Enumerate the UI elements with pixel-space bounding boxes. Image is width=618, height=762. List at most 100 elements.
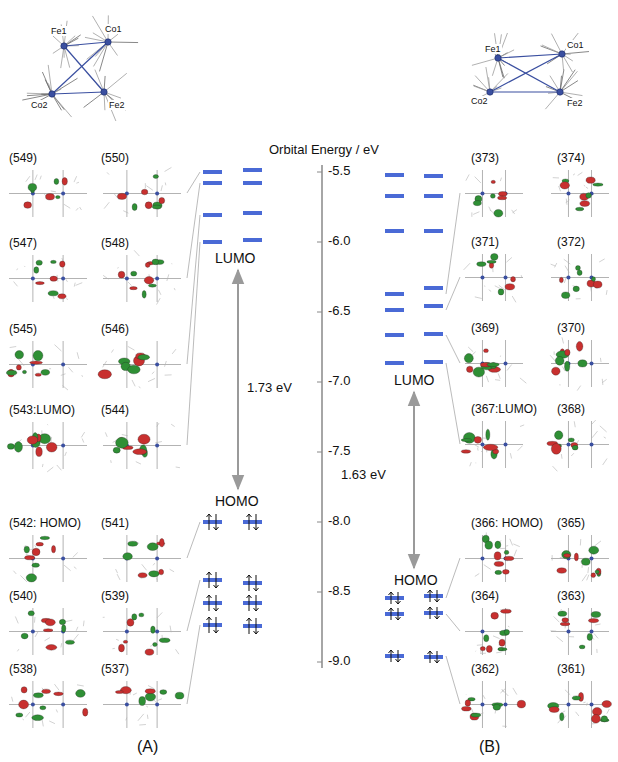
atom-label: Fe2 (108, 100, 126, 110)
orbital-lobe (461, 450, 471, 453)
electron-arrow (428, 590, 440, 602)
orbital-lobe (573, 286, 579, 292)
leader-line (187, 580, 200, 631)
bond-line (146, 186, 153, 191)
orbital-lobe (565, 361, 570, 371)
orbital-lobe (141, 189, 147, 195)
bond-line (475, 462, 477, 463)
leader-line (446, 363, 460, 444)
metal-atom (61, 557, 65, 561)
bond-line (573, 174, 575, 175)
leader-line (187, 625, 200, 704)
gap-value: 1.73 eV (246, 381, 293, 396)
metal-atom (480, 557, 484, 561)
bond-line (554, 616, 560, 622)
orbital-number: (537) (100, 663, 130, 677)
orbital-lobe (486, 645, 492, 652)
orbital-lobe (549, 707, 559, 713)
bond-line (15, 616, 18, 623)
bond-line (502, 726, 506, 727)
bond-line (569, 636, 574, 637)
orbital-number: (365) (556, 517, 586, 531)
bond-line (77, 352, 79, 359)
bond-line (483, 695, 485, 699)
energy-level (243, 581, 262, 585)
bond-line (603, 458, 607, 465)
orbital-lobe (26, 574, 36, 582)
axis-title: Orbital Energy / eV (268, 143, 380, 158)
bond-line (56, 709, 57, 712)
metal-atom (155, 277, 159, 281)
orbital-picture (548, 681, 612, 728)
metal-atom (480, 443, 484, 447)
orbital-picture (6, 341, 87, 390)
bond-line (506, 257, 511, 262)
bridge-bond (498, 54, 562, 58)
bond-line (108, 42, 138, 44)
bond-line (557, 637, 563, 642)
bridge-bond (64, 46, 104, 92)
bond-line (24, 265, 26, 267)
orbital-lobe (498, 648, 507, 651)
orbital-number: (544) (100, 404, 130, 418)
bond-line (582, 565, 583, 568)
orbital-lobe (493, 704, 500, 710)
bond-line (14, 282, 18, 287)
orbital-lobe (117, 193, 126, 199)
bond-line (565, 690, 570, 695)
bond-line (592, 431, 597, 438)
orbital-lobe (498, 289, 504, 295)
orbital-lobe (43, 629, 53, 632)
bond-line (157, 612, 162, 617)
orbital-lobe (483, 349, 488, 353)
bond-line (560, 70, 575, 92)
energy-level (424, 194, 443, 198)
orbital-number: (361) (556, 663, 586, 677)
bond-line (128, 282, 132, 286)
orbital-lobe (504, 550, 509, 554)
metal-atom (31, 630, 35, 634)
orbital-lobe (36, 542, 43, 546)
orbital-lobe (160, 539, 165, 547)
bond-line (150, 645, 152, 647)
orbital-lobe (123, 553, 133, 560)
energy-levels (203, 168, 443, 663)
orbital-picture (9, 170, 87, 217)
orbital-lobe (480, 647, 485, 651)
orbital-lobe (6, 370, 16, 375)
orbital-number: (548) (100, 237, 130, 251)
bond-line (76, 208, 78, 211)
orbital-lobe (33, 350, 43, 360)
orbital-picture (7, 422, 87, 472)
energy-level (203, 181, 222, 185)
bond-line (81, 432, 84, 437)
orbital-lobe (562, 292, 570, 298)
orbital-lobe (500, 630, 509, 635)
bond-line (480, 653, 486, 654)
orbital-lobe (32, 563, 40, 567)
orbital-lobe (586, 193, 592, 199)
level-label: HOMO (393, 572, 439, 588)
bond-line (552, 555, 553, 560)
bond-line (66, 298, 68, 300)
electron-arrow (247, 575, 259, 591)
orbital-picture (103, 608, 181, 655)
orbital-lobe (40, 706, 46, 710)
orbital-lobe (25, 556, 35, 560)
bond-line (27, 93, 52, 95)
orbital-lobe (517, 700, 525, 708)
electron-arrow (247, 595, 259, 611)
energy-level (424, 286, 443, 290)
bond-line (167, 274, 169, 281)
orbital-lobe (35, 373, 41, 376)
orbital-lobe (578, 360, 587, 367)
energy-level (203, 601, 222, 605)
orbital-lobe (32, 548, 40, 555)
metal-atom (61, 192, 65, 196)
bridge-bond (490, 54, 562, 92)
bond-line (551, 264, 556, 266)
orbital-lobe (28, 183, 37, 191)
orbital-lobe (491, 612, 499, 619)
energy-level (243, 181, 262, 185)
